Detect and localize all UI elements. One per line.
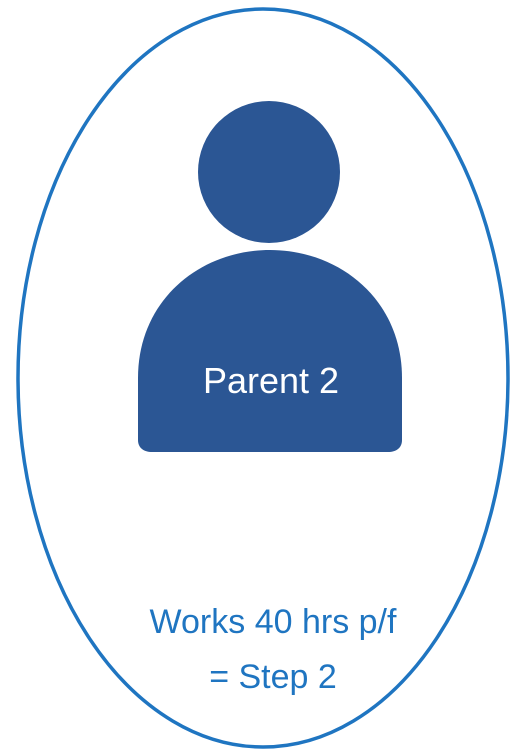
person-label: Parent 2 [203, 360, 339, 401]
description-line-1: Works 40 hrs p/f [150, 603, 397, 641]
person-icon [138, 101, 402, 452]
person-head [198, 101, 340, 243]
parent-outline-oval [16, 7, 510, 749]
description-line-2: = Step 2 [209, 658, 337, 696]
person-body [138, 250, 402, 452]
